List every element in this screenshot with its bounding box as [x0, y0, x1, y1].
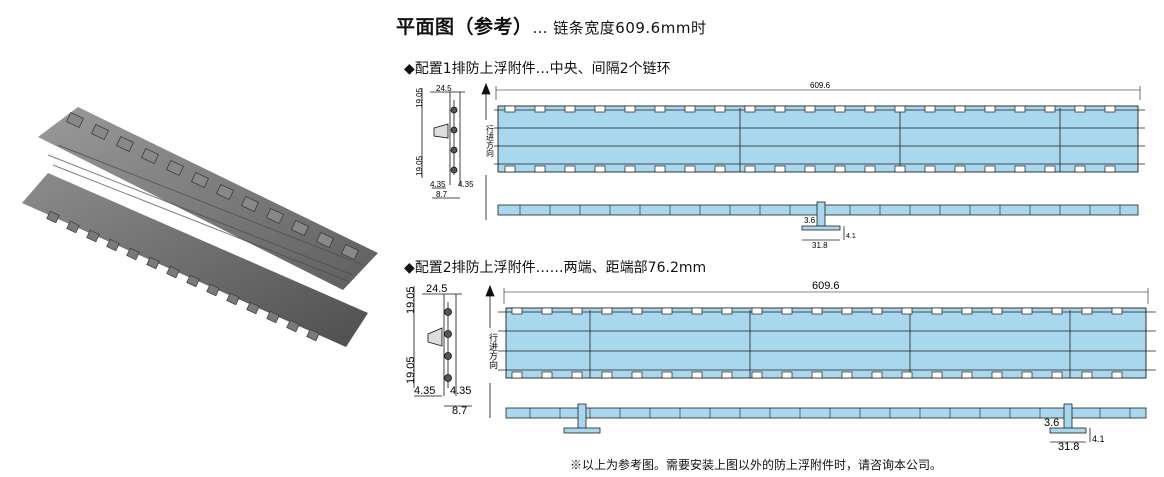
c2-dim-435-left: 4.35 — [414, 385, 435, 397]
c2-dim-24-5: 24.5 — [426, 283, 447, 295]
c1-dim-435-right: 4.35 — [458, 180, 474, 189]
c2-pitch-top: 19.05 — [405, 286, 417, 314]
title-sub: … 链条宽度609.6mm时 — [532, 19, 707, 37]
c2-direction-label: 行进方向 — [488, 332, 498, 369]
c1-pitch-bottom: 19.05 — [415, 155, 424, 176]
c1-dim-435-left: 4.35 — [430, 180, 446, 189]
c1-pitch-top: 19.05 — [415, 87, 424, 108]
c1-width-label: 609.6 — [810, 81, 831, 90]
c1-tab-height: 4.1 — [846, 233, 856, 240]
c1-tab-width: 31.8 — [812, 241, 828, 250]
config2-drawing: 19.05 19.05 24.5 4.35 4.35 8.7 行进方向 609.… — [405, 280, 1156, 450]
c2-tab-height: 4.1 — [1092, 434, 1105, 444]
belt-product-photo — [22, 107, 378, 347]
c1-tab-thickness: 3.6 — [804, 216, 816, 225]
c2-width-label: 609.6 — [812, 280, 840, 292]
c2-pitch-bottom: 19.05 — [405, 356, 417, 384]
c1-direction-label: 行进方向 — [486, 124, 495, 157]
config1-drawing: 19.05 19.05 24.5 4.35 4.35 8.7 行进方向 609.… — [415, 81, 1145, 250]
config1-label: ◆配置1排防上浮附件…中央、间隔2个链环 — [404, 61, 671, 77]
config2-label: ◆配置2排防上浮附件……两端、距端部76.2mm — [404, 260, 707, 276]
c2-dim-8-7: 8.7 — [452, 405, 467, 417]
c1-dim-24-5: 24.5 — [436, 84, 452, 93]
c1-dim-8-7: 8.7 — [436, 190, 448, 199]
title-main: 平面图（参考） — [396, 16, 533, 38]
c2-tab-thickness: 3.6 — [1044, 417, 1059, 429]
page-title: 平面图（参考）… 链条宽度609.6mm时 — [396, 12, 706, 39]
c2-tab-width: 31.8 — [1058, 441, 1079, 450]
c2-dim-435-right: 4.35 — [450, 385, 471, 397]
footnote: ※以上为参考图。需要安装上图以外的防上浮附件时，请咨询本公司。 — [570, 458, 943, 472]
